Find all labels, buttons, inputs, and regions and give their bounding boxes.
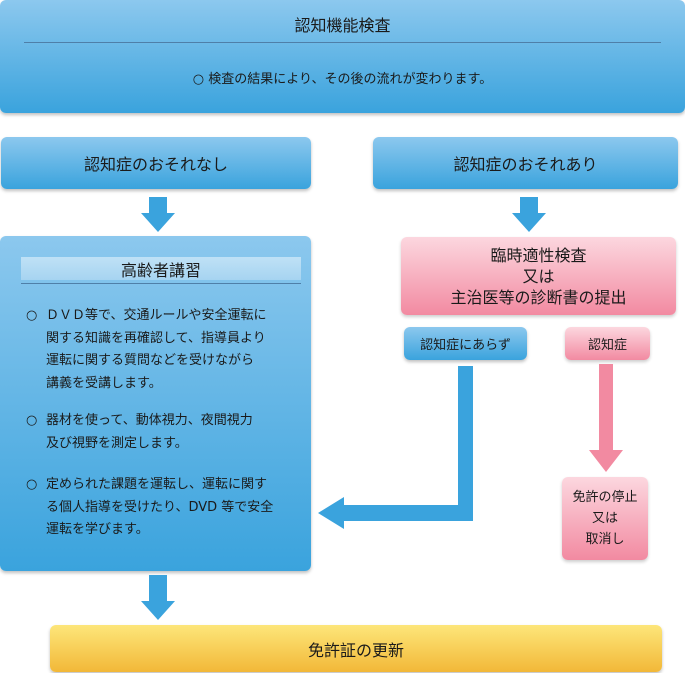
aptitude-test-line: 又は (522, 266, 555, 286)
title-divider (24, 42, 661, 43)
down-arrow-icon (141, 575, 175, 620)
down-arrow-icon (589, 364, 623, 472)
circle-bullet: ○ (26, 413, 38, 428)
aptitude-test-line: 臨時適性検査 (490, 245, 587, 265)
lecture-item-line: 関する知識を再確認して、指導員より (46, 330, 266, 346)
aptitude-test-box: 臨時適性検査 又は 主治医等の診断書の提出 (401, 237, 676, 315)
aptitude-test-line: 主治医等の診断書の提出 (450, 287, 627, 307)
return-arrow-icon (318, 366, 473, 529)
lecture-title-band (21, 257, 301, 280)
lecture-item-line: ＤＶＤ等で、交通ルールや安全運転に (46, 308, 267, 323)
suspension-line: 免許の停止 (572, 490, 638, 505)
dementia-label: 認知症 (565, 327, 650, 360)
suspension-line: 又は (591, 511, 618, 526)
lecture-title: 高齢者講習 (120, 261, 201, 280)
cognitive-test-note: ○ 検査の結果により、その後の流れが変わります。 (192, 72, 493, 87)
suspension-line: 取消し (585, 532, 625, 547)
lecture-title-divider (21, 283, 301, 284)
license-renewal-box: 免許証の更新 (50, 625, 662, 672)
lecture-item-line: 器材を使って、動体視力、夜間視力 (46, 413, 253, 428)
down-arrow-icon (512, 197, 546, 232)
license-suspension-box: 免許の停止 又は 取消し (562, 477, 648, 560)
no-dementia-risk-box: 認知症のおそれなし (1, 137, 311, 189)
circle-bullet: ○ (26, 308, 38, 323)
lecture-item-line: 運転を学びます。 (46, 522, 149, 537)
circle-bullet: ○ (26, 477, 38, 492)
not-dementia-label: 認知症にあらず (404, 327, 527, 360)
lecture-item-line: 定められた課題を運転し、運転に関す (46, 477, 268, 492)
lecture-item-line: 講義を受講します。 (46, 375, 162, 391)
cognitive-test-title: 認知機能検査 (294, 16, 391, 35)
lecture-item-line: 運転に関する質問などを受けながら (46, 353, 255, 368)
down-arrow-icon (141, 197, 175, 232)
cognitive-test-box: 認知機能検査 ○ 検査の結果により、その後の流れが変わります。 (0, 0, 685, 113)
lecture-item-line: 及び視野を測定します。 (46, 435, 188, 451)
lecture-item-line: る個人指導を受けたり、DVD 等で安全 (46, 499, 274, 515)
elderly-lecture-box (0, 236, 311, 571)
dementia-risk-box: 認知症のおそれあり (373, 137, 678, 189)
